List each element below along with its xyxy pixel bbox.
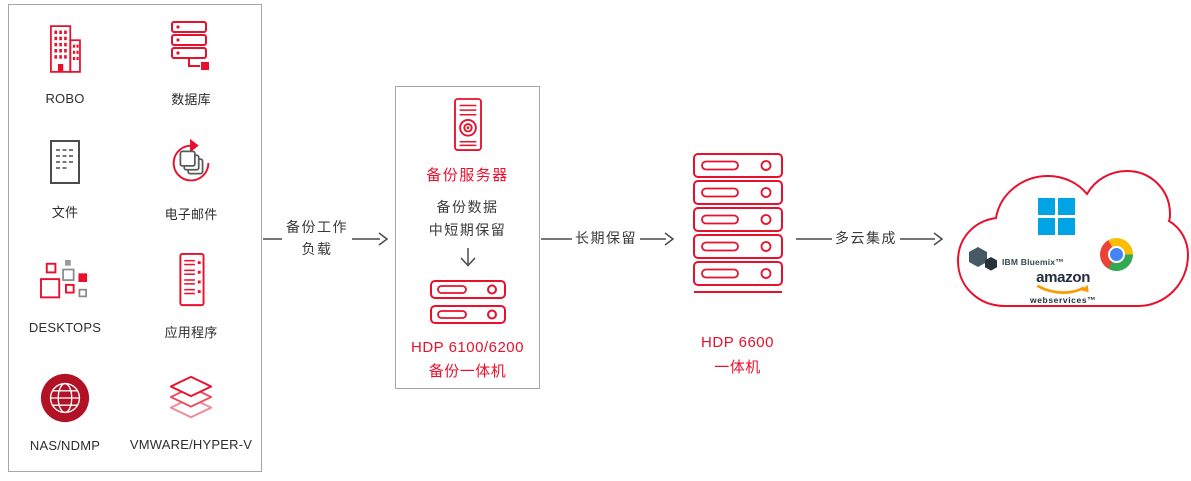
workload-label-email: 电子邮件	[164, 207, 218, 223]
appliance-model-label: HDP 6100/6200 备份一体机	[411, 336, 524, 384]
workload-item-files: 文件	[9, 122, 121, 239]
ibm-bluemix-logo: IBM Bluemix™	[968, 246, 1064, 277]
backup-appliance-icon	[429, 278, 507, 328]
appliance-model-line2: 备份一体机	[428, 363, 507, 380]
workload-label-desktops: DESKTOPS	[28, 319, 102, 335]
backup-workload-label-line1: 备份工作	[286, 219, 348, 235]
hexagon-icon	[968, 246, 998, 277]
multicloud-group: IBM Bluemix™ amazon webservices™	[948, 158, 1191, 326]
workload-label-database: 数据库	[171, 91, 211, 107]
workload-item-robo: ROBO	[9, 5, 121, 122]
hdp6600-label: HDP 6600 一体机	[665, 330, 810, 380]
hdp6600-rack-icon	[690, 152, 786, 300]
building-icon	[43, 21, 87, 82]
workload-label-nas: NAS/NDMP	[29, 438, 101, 454]
hdp6600-label-line2: 一体机	[714, 359, 761, 376]
workload-label-files: 文件	[51, 205, 79, 221]
workload-item-database: 数据库	[121, 5, 261, 122]
document-icon	[43, 138, 87, 193]
multicloud-label: 多云集成	[832, 227, 900, 249]
workload-sources-panel: ROBO 数据库	[8, 4, 262, 472]
workload-item-email: 电子邮件	[121, 122, 261, 239]
hdp6600-label-line1: HDP 6600	[701, 334, 774, 351]
globe-icon	[39, 372, 91, 429]
retention-line2: 中短期保留	[428, 222, 507, 238]
aws-logo: amazon webservices™	[1030, 270, 1096, 305]
workload-item-applications: 应用程序	[121, 238, 261, 355]
ibm-bluemix-label: IBM Bluemix™	[1002, 256, 1064, 267]
appliance-model-line1: HDP 6100/6200	[411, 339, 524, 356]
google-chrome-icon	[1100, 238, 1133, 271]
cloud-outline-icon	[956, 169, 1190, 307]
workload-label-robo: ROBO	[45, 90, 85, 106]
email-sync-icon	[163, 136, 219, 195]
workload-item-vmware: VMWARE/HYPER-V	[121, 355, 261, 472]
backup-workload-label: 备份工作 负载	[282, 216, 352, 260]
desktops-icon	[37, 258, 93, 311]
long-term-label: 长期保留	[572, 227, 640, 249]
amazon-wordmark: amazon	[1036, 269, 1091, 286]
workload-label-applications: 应用程序	[164, 324, 218, 340]
tower-server-icon	[442, 97, 494, 153]
backup-server-title: 备份服务器	[426, 167, 509, 184]
backup-server-panel: 备份服务器 备份数据 中短期保留	[395, 86, 540, 389]
retention-label: 备份数据 中短期保留	[429, 196, 507, 242]
microsoft-windows-icon	[1038, 198, 1075, 235]
workload-item-desktops: DESKTOPS	[9, 238, 121, 355]
aws-smile-icon	[1035, 284, 1091, 295]
workload-label-vmware: VMWARE/HYPER-V	[129, 437, 253, 453]
workload-item-nas: NAS/NDMP	[9, 355, 121, 472]
backup-workload-label-line2: 负载	[301, 241, 333, 257]
database-icon	[165, 19, 217, 80]
hypervisor-layers-icon	[163, 373, 219, 428]
down-arrow-icon	[459, 248, 477, 272]
retention-line1: 备份数据	[436, 199, 499, 215]
aws-webservices-label: webservices™	[1030, 295, 1097, 305]
app-server-icon	[169, 252, 213, 313]
